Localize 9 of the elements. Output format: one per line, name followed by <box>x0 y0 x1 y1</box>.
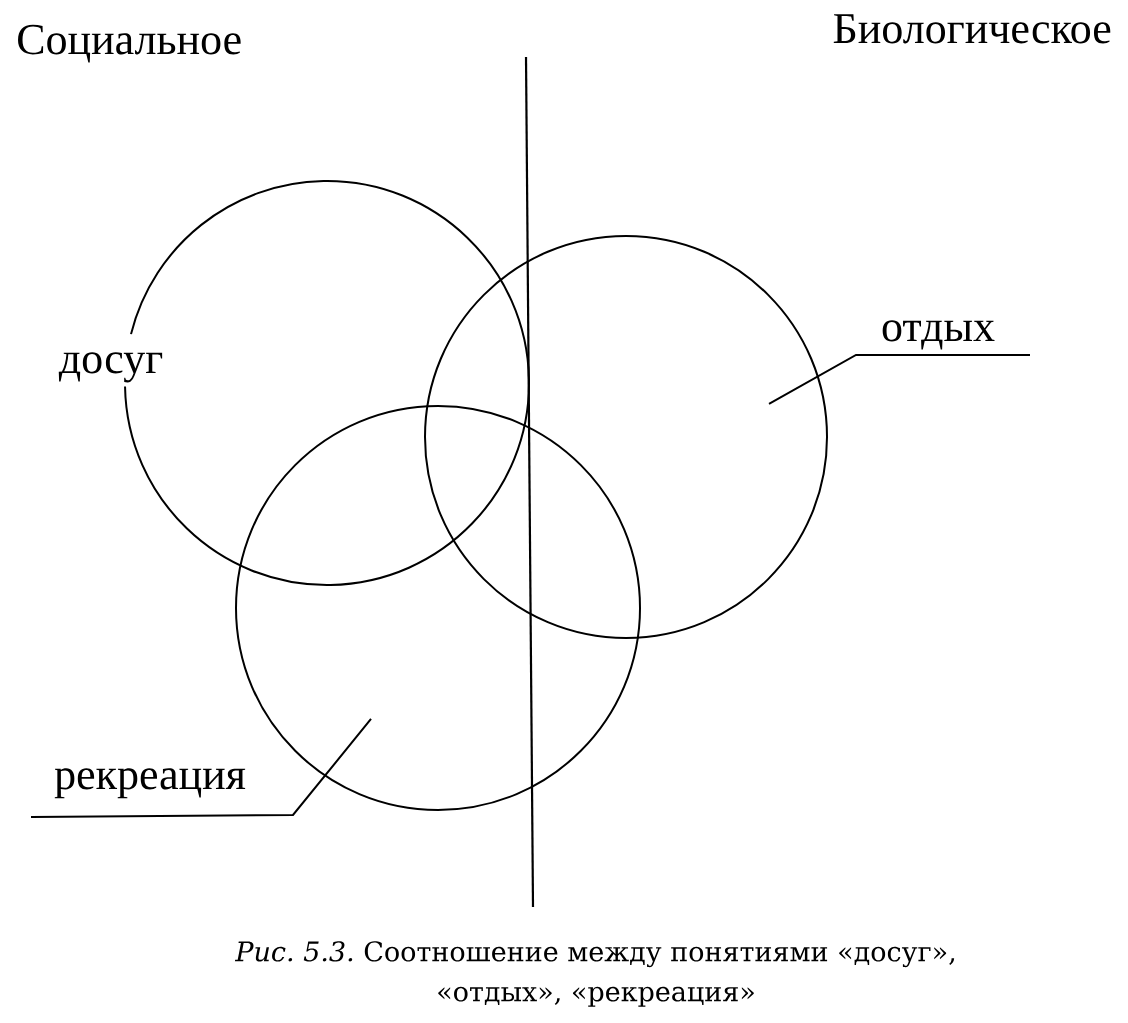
leader-line <box>768 354 1031 405</box>
side-heading: Социальное <box>18 24 241 63</box>
set-label: рекреация <box>54 768 246 799</box>
set-label: досуг <box>58 352 163 383</box>
venn-circle <box>424 235 828 639</box>
leader-line <box>30 718 372 818</box>
figure-caption: Рис. 5.3. Соотношение между понятиями «досуг», «отдых», «рекреация» <box>234 941 955 1007</box>
set-label: отдых <box>882 320 995 350</box>
side-heading: Биологическое <box>833 14 1111 44</box>
